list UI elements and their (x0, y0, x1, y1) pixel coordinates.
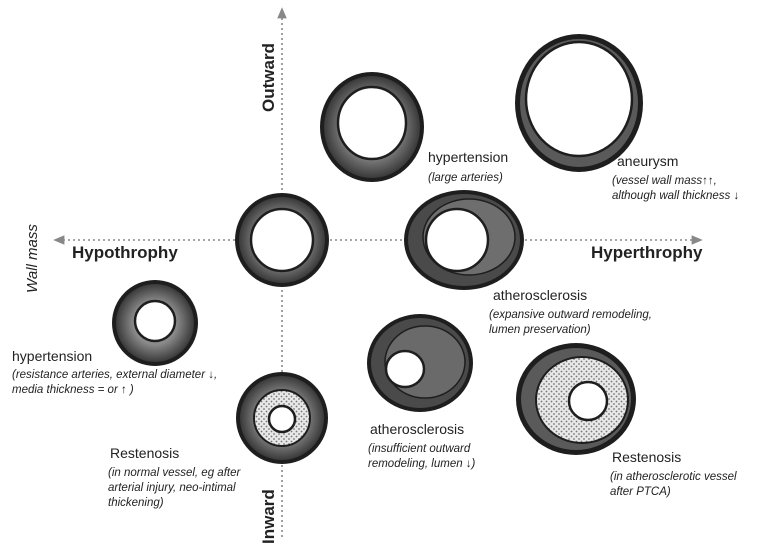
label-note: media thickness = or ↑ ) (12, 384, 134, 396)
axis-label-hyperthrophy: Hyperthrophy (591, 243, 703, 262)
label-atherosclerosis-insufficient: atherosclerosis (insufficient outward re… (368, 421, 476, 470)
label-note: remodeling, lumen ↓) (368, 458, 476, 470)
label-hypertension-resistance: hypertension (resistance arteries, exter… (12, 348, 217, 396)
vessel-restenosis-atherosclerotic (516, 343, 636, 455)
label-aneurysm: aneurysm (vessel wall mass↑↑, although w… (612, 153, 739, 202)
label-note: although wall thickness ↓ (612, 190, 739, 202)
axis-label-outward: Outward (259, 43, 278, 112)
label-atherosclerosis-expansive: atherosclerosis (expansive outward remod… (489, 287, 652, 336)
vessel-restenosis-normal (236, 372, 328, 464)
vessel-normal (235, 193, 329, 287)
label-name: hypertension (428, 149, 508, 165)
vessel-atherosclerosis-insufficient (367, 314, 473, 412)
label-name: Restenosis (110, 445, 179, 461)
label-name: aneurysm (617, 153, 678, 169)
vessel-hypertension-resistance (112, 280, 198, 366)
label-note: after PTCA) (610, 486, 671, 498)
label-name: hypertension (12, 348, 92, 364)
label-restenosis-normal: Restenosis (in normal vessel, eg after a… (108, 445, 241, 509)
label-name: Restenosis (612, 449, 681, 465)
label-note: (in normal vessel, eg after (108, 467, 241, 479)
label-hypertension-large: hypertension (large arteries) (428, 149, 508, 184)
label-name: atherosclerosis (493, 287, 587, 303)
label-note: thickening) (108, 497, 164, 509)
label-note: (insufficient outward (368, 443, 471, 455)
label-note: (in atherosclerotic vessel (610, 471, 737, 483)
label-note: (vessel wall mass↑↑, (612, 175, 717, 187)
label-note: arterial injury, neo-intimal (108, 482, 236, 494)
vessel-atherosclerosis-expansive (404, 190, 524, 290)
label-note: (expansive outward remodeling, (489, 309, 652, 321)
label-note: (resistance arteries, external diameter … (12, 369, 217, 381)
axis-label-inward: Inward (259, 489, 278, 544)
label-restenosis-atherosclerotic: Restenosis (in atherosclerotic vessel af… (610, 449, 737, 498)
axis-label-wall-mass: Wall mass (24, 224, 41, 293)
axis-label-hypothrophy: Hypothrophy (72, 243, 178, 262)
label-note: (large arteries) (428, 172, 503, 184)
label-name: atherosclerosis (370, 421, 464, 437)
vessel-hypertension-large (320, 72, 424, 182)
label-note: lumen preservation) (489, 324, 591, 336)
vessel-aneurysm (515, 34, 643, 172)
